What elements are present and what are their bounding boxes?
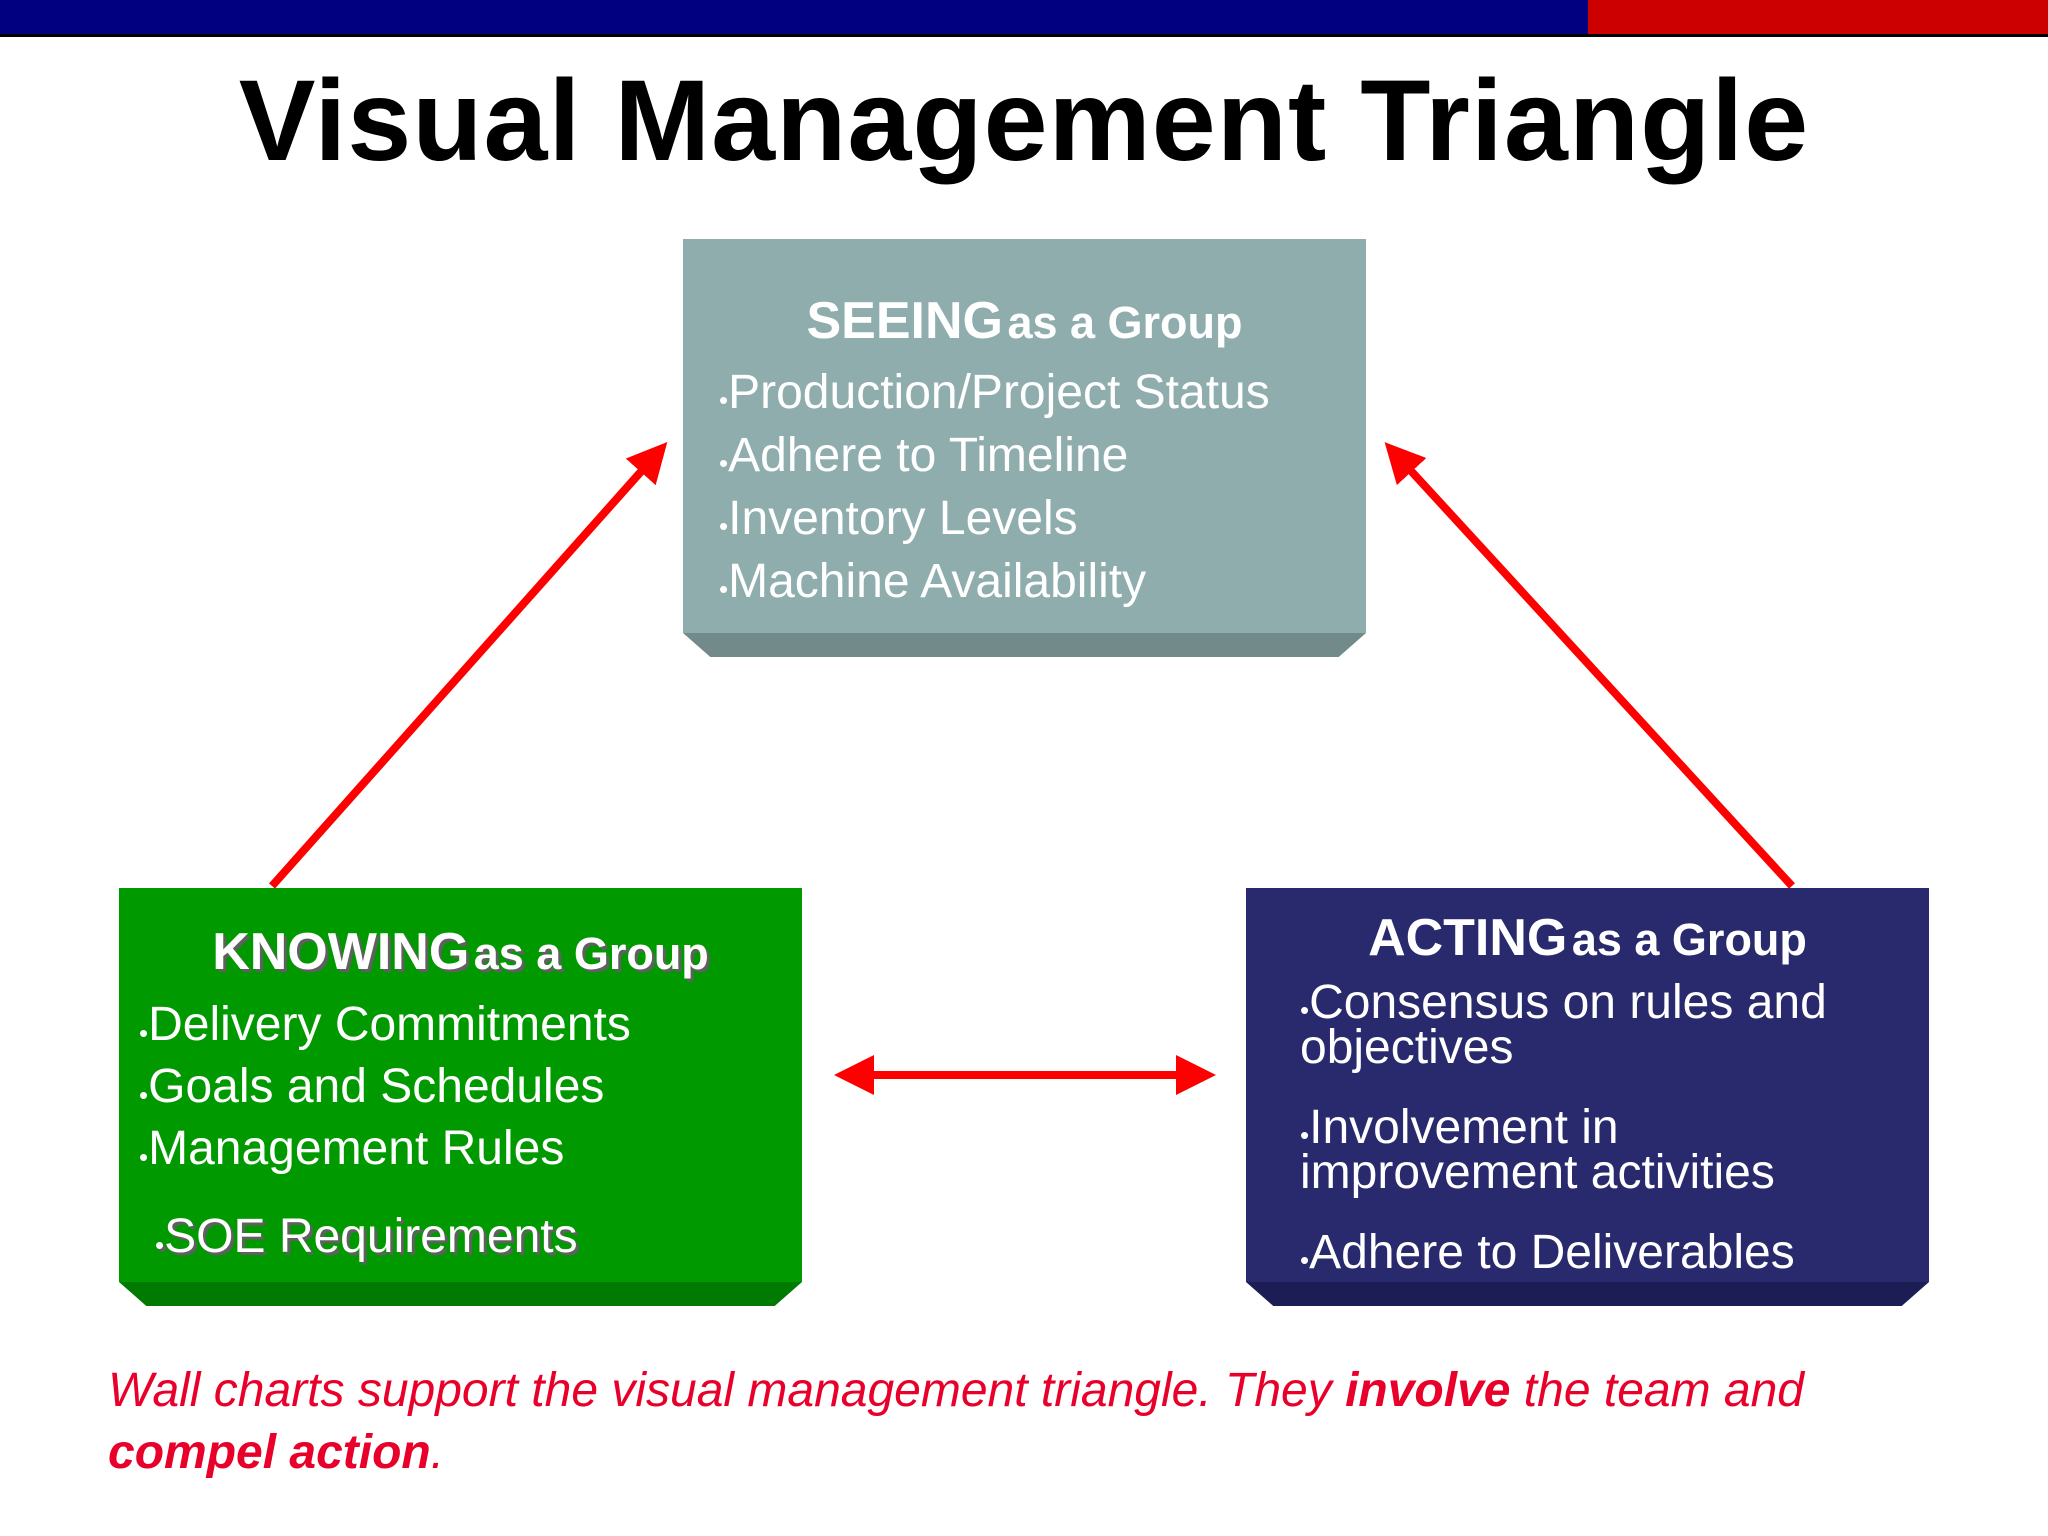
caption-emphasis-involve: involve [1345,1364,1511,1417]
list-item: •Adhere to Deliverables [1300,1226,1795,1279]
acting-box: ACTING as a Group •Consensus on rules an… [1246,888,1929,1306]
slide-caption: Wall charts support the visual managemen… [108,1364,1804,1479]
acting-heading: ACTING as a Group [1246,908,1929,968]
bullet-icon: • [139,1142,149,1172]
list-item: •Consensus on rules and objectives [1300,976,1827,1074]
bullet-icon: • [1300,995,1310,1025]
seeing-heading-keyword: SEEING [806,292,1003,350]
bullet-icon: • [139,1080,149,1110]
bullet-icon: • [139,1018,149,1048]
list-item: •Management Rules [139,1122,565,1175]
bullet-icon: • [719,574,729,604]
seeing-box: SEEING as a Group •Production/Project St… [683,239,1366,657]
list-item: •Delivery Commitments [139,998,631,1051]
bullet-icon: • [1300,1245,1310,1275]
acting-box-face [1246,888,1929,1282]
seeing-box-bevel [683,633,1366,657]
knowing-heading-rest: as a Group [473,928,709,979]
list-item: •Goals and Schedules [139,1060,605,1113]
bullet-icon: • [719,385,729,415]
acting-heading-rest: as a Group [1571,914,1807,965]
top-accent-bar-blue [0,0,1588,34]
knowing-box-face [119,888,802,1282]
list-item: •Involvement in improvement activities [1300,1101,1775,1199]
list-item: •SOE Requirements [155,1210,578,1263]
list-item: •Machine Availability [719,555,1147,608]
list-item: •Inventory Levels [719,492,1078,545]
bullet-icon: • [155,1230,165,1260]
bullet-icon: • [719,511,729,541]
seeing-heading-rest: as a Group [1007,297,1243,348]
list-item: •Adhere to Timeline [719,429,1129,482]
seeing-item-list: •Production/Project Status •Adhere to Ti… [719,361,1270,613]
slide-title: Visual Management Triangle [238,57,1810,185]
acting-item-list: •Consensus on rules and objectives •Invo… [1300,976,1900,1310]
caption-emphasis-compel-action: compel action [108,1426,431,1479]
top-accent-bar-red [1588,0,2048,34]
knowing-heading: KNOWING as a Group [119,922,802,982]
knowing-box-bevel [119,1282,802,1306]
top-accent-divider [0,34,2048,37]
knowing-item-list: •Delivery Commitments •Goals and Schedul… [139,994,631,1268]
acting-heading-keyword: ACTING [1368,909,1568,967]
bullet-icon: • [1300,1120,1310,1150]
knowing-box: KNOWING as a Group •Delivery Commitments… [119,888,802,1306]
arrow-acting-to-seeing [1384,442,1795,889]
acting-box-bevel [1246,1282,1929,1306]
arrow-knowing-to-seeing [269,442,668,889]
bullet-icon: • [719,448,729,478]
knowing-heading-keyword: KNOWING [212,923,470,981]
seeing-heading: SEEING as a Group [683,291,1366,351]
seeing-box-face [683,239,1366,633]
list-item: •Production/Project Status [719,366,1270,419]
